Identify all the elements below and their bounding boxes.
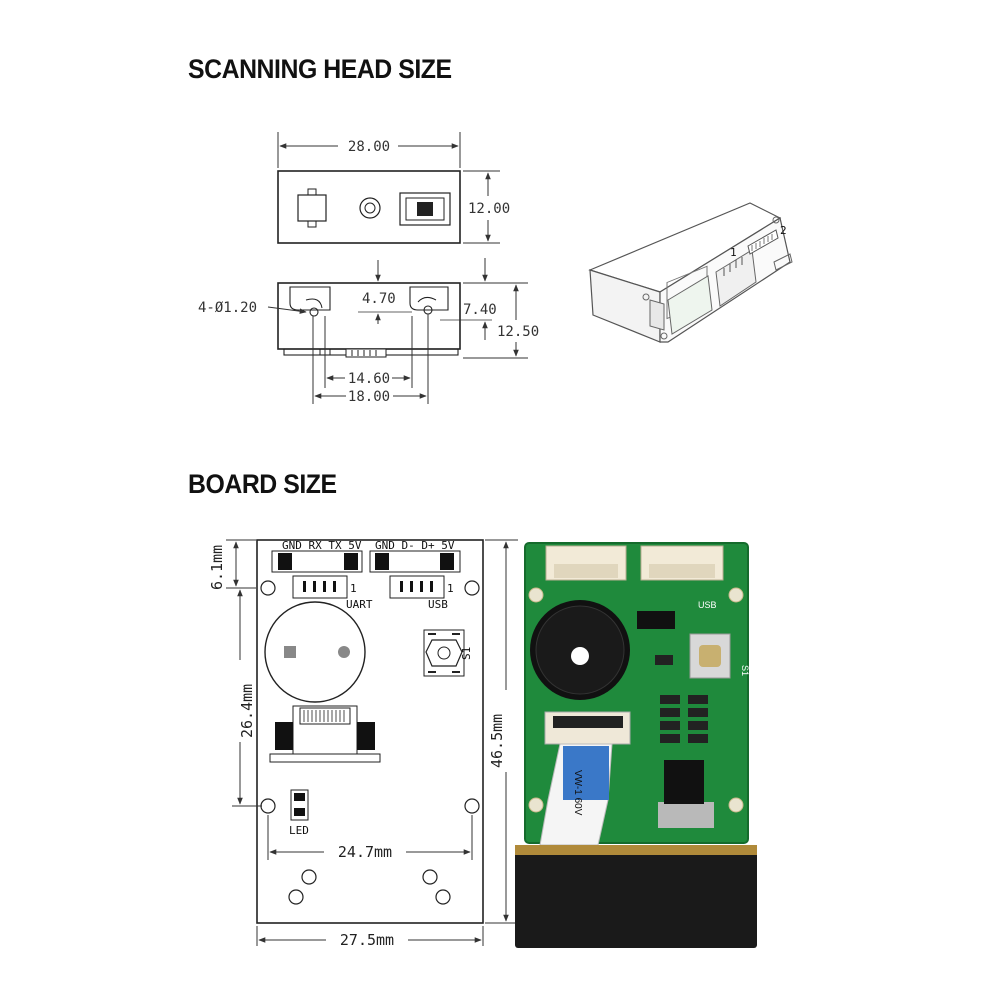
hole-spec-label: 4-Ø1.20 (198, 300, 257, 316)
board-photo (515, 542, 757, 948)
usb-pins-label: GND D- D+ 5V (375, 539, 455, 552)
head-top-view (277, 282, 461, 358)
span-inner-label: 14.60 (348, 371, 390, 387)
led-label: LED (289, 824, 309, 837)
connector-pin-1-label: 1 (730, 246, 737, 259)
depth-label: 12.50 (497, 324, 539, 340)
mid-height-label: 26.4mm (238, 684, 256, 738)
photo-cable-text: VW-1 60V (572, 770, 583, 816)
usb-pin-one-label: 1 (447, 582, 454, 595)
board-size-title: BOARD SIZE (188, 469, 337, 499)
total-height-label: 46.5mm (488, 714, 506, 768)
span-outer-label: 18.00 (348, 389, 390, 405)
hole-span-label: 24.7mm (338, 843, 392, 861)
uart-pin-one-label: 1 (350, 582, 357, 595)
head-isometric-view (588, 202, 793, 343)
top-margin-label: 6.1mm (208, 545, 226, 590)
uart-label: UART (346, 598, 373, 611)
offset-7-label: 7.40 (463, 302, 497, 318)
offset-4-label: 4.70 (362, 291, 396, 307)
connector-pin-2-label: 2 (780, 224, 787, 237)
photo-switch-silk: S1 (740, 665, 750, 676)
head-height-label: 12.00 (468, 201, 510, 217)
switch-label: S1 (460, 647, 473, 660)
head-front-view (277, 170, 461, 244)
board-outline (256, 539, 484, 924)
photo-usb-silk: USB (698, 600, 717, 610)
uart-pins-label: GND RX TX 5V (282, 539, 362, 552)
head-width-label: 28.00 (348, 139, 390, 155)
scanning-head-title: SCANNING HEAD SIZE (188, 54, 452, 84)
total-width-label: 27.5mm (340, 931, 394, 949)
usb-label: USB (428, 598, 448, 611)
